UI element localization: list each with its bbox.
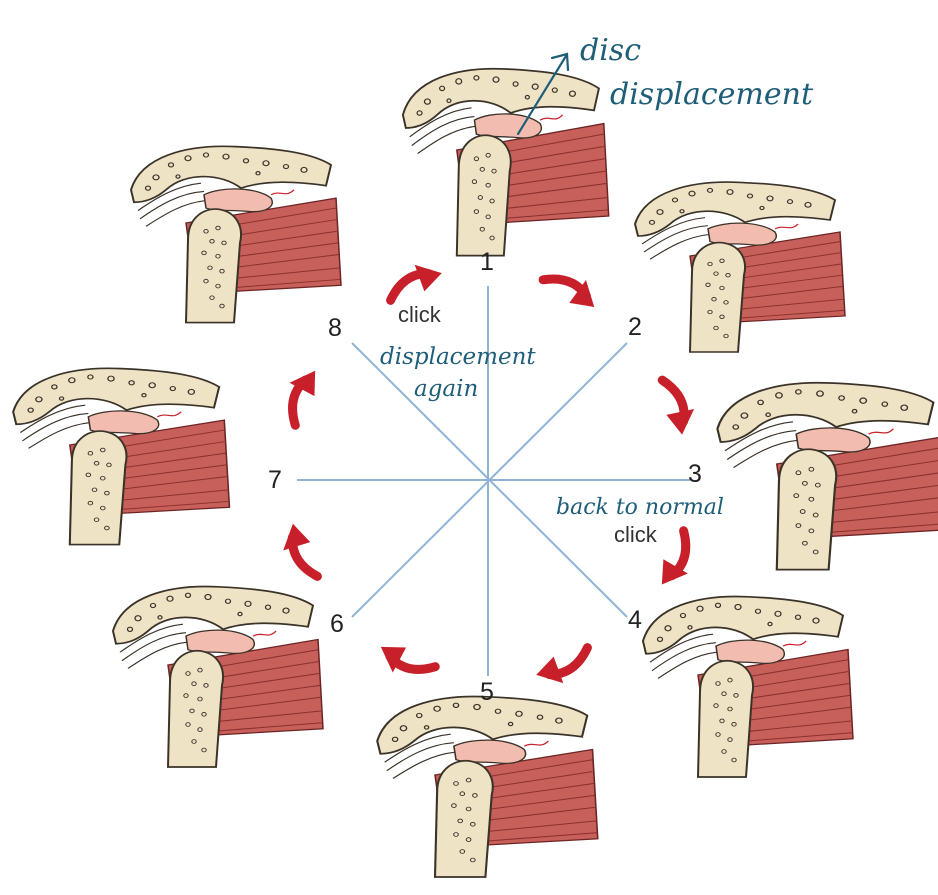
stage-number-5: 5: [480, 678, 494, 706]
curved-arrow-icon: [654, 528, 702, 592]
tmj-illustration-4: [642, 595, 854, 778]
tmj-illustration-2: [634, 181, 846, 353]
tmj-illustration-1: [401, 67, 610, 257]
curved-arrow-icon: [539, 262, 603, 314]
handwritten-displacement-again-1: displacement: [380, 344, 536, 370]
tmj-illustration-5: [376, 695, 599, 879]
tmj-illustration-3: [716, 381, 938, 571]
stage-number-2: 2: [628, 313, 642, 341]
curved-arrow-icon: [655, 373, 701, 437]
stage-number-6: 6: [330, 610, 344, 638]
stage-number-4: 4: [628, 606, 642, 634]
handwritten-arrow: [516, 52, 570, 136]
curved-arrow-icon: [381, 255, 445, 307]
click-label-top: click: [398, 302, 442, 327]
click-label-right: click: [614, 522, 658, 547]
curved-arrow-icon: [275, 520, 325, 584]
stage-number-3: 3: [688, 460, 702, 488]
handwritten-disc: disc: [580, 33, 641, 68]
guide-lines: [297, 286, 690, 676]
tmj-illustration-8: [130, 145, 342, 324]
stage-number-8: 8: [328, 314, 342, 342]
curved-arrow-icon: [277, 364, 323, 428]
tmj-illustration-7: [12, 367, 231, 546]
tmj-illustration-6: [112, 585, 324, 768]
handwritten-displacement-again-2: again: [414, 376, 478, 402]
stage-number-1: 1: [480, 248, 494, 276]
stage-number-7: 7: [268, 466, 282, 494]
curved-arrow-icon: [532, 641, 596, 693]
handwritten-displacement: displacement: [610, 77, 814, 112]
curved-arrow-icon: [374, 639, 438, 685]
handwritten-back-to-normal: back to normal: [556, 495, 724, 520]
